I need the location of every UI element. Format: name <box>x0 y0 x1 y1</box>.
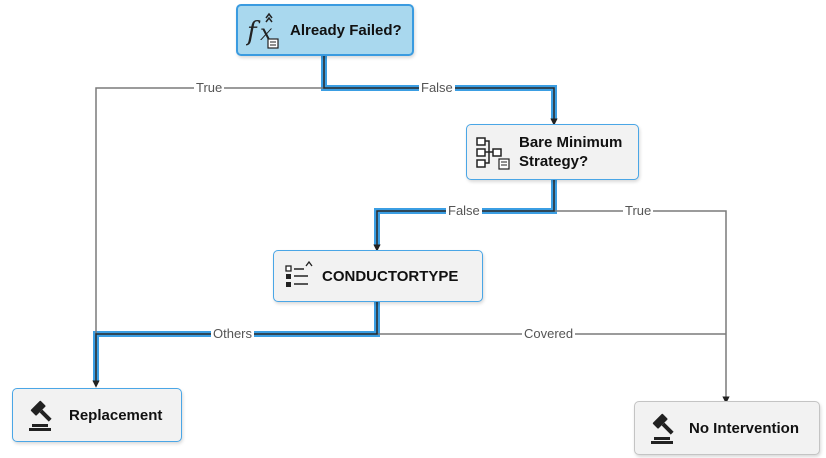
function-formula-icon: f x <box>246 10 284 50</box>
edge-label-others: Others <box>211 326 255 341</box>
edge-label-false: False <box>419 80 455 95</box>
decision-tree-icon <box>475 132 513 172</box>
node-no-intervention[interactable]: No Intervention <box>634 401 820 455</box>
node-label: Replacement <box>69 406 163 424</box>
edge-bare-minimum-true <box>554 210 730 404</box>
edge-label-false: False <box>446 203 482 218</box>
list-switch-icon <box>284 258 314 294</box>
svg-text:f: f <box>246 17 261 47</box>
node-already-failed[interactable]: f x Already Failed? <box>236 4 414 56</box>
node-label: Bare Minimum <box>519 134 623 151</box>
highlighted-path <box>93 56 557 382</box>
node-label: Already Failed? <box>290 21 402 39</box>
node-label: CONDUCTORTYPE <box>322 267 459 285</box>
node-label-group: Bare Minimum Strategy? <box>519 133 622 171</box>
node-conductortype[interactable]: CONDUCTORTYPE <box>273 250 483 302</box>
edge-label-true: True <box>623 203 654 218</box>
node-label: No Intervention <box>689 419 800 437</box>
gavel-icon <box>647 410 683 446</box>
edge-already-failed-true <box>95 87 324 334</box>
node-replacement[interactable]: Replacement <box>12 388 182 442</box>
edge-label-true: True <box>194 80 225 95</box>
node-bare-minimum-strategy[interactable]: Bare Minimum Strategy? <box>466 124 639 180</box>
gavel-icon <box>25 397 61 433</box>
node-label: Strategy? <box>519 153 589 170</box>
edge-label-covered: Covered <box>522 326 576 341</box>
